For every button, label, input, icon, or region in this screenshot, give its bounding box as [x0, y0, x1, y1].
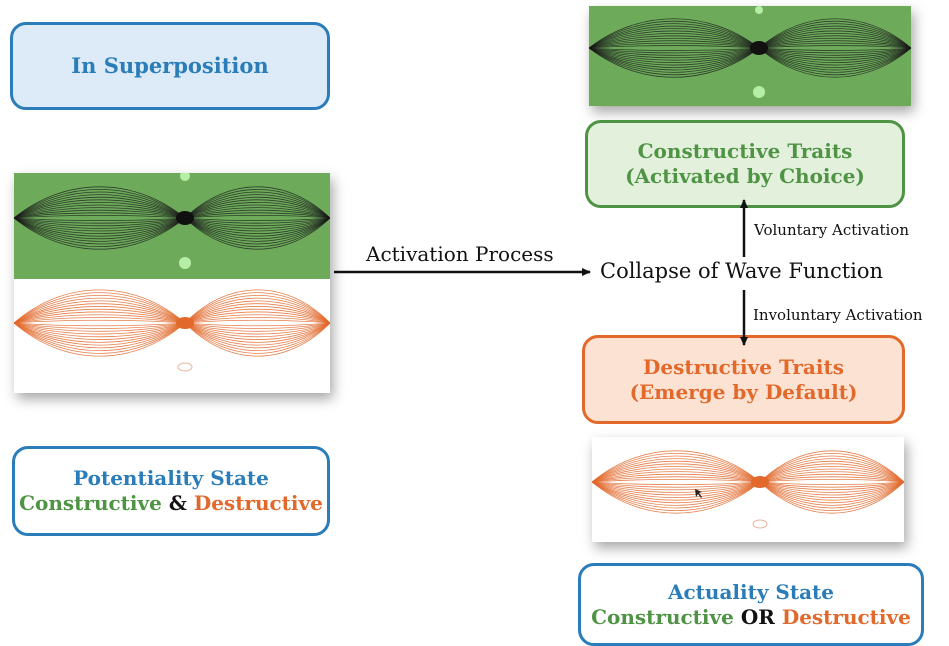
potentiality-state-box: Potentiality State Constructive & Destru… [12, 446, 330, 536]
potentiality-destructive: Destructive [193, 491, 323, 515]
green-glow-dot-right [753, 86, 765, 98]
destructive-traits-title: Destructive Traits [643, 354, 844, 379]
constructive-node-dot [176, 211, 194, 225]
mouse-cursor-icon [695, 489, 702, 498]
constructive-node-dot-right [750, 41, 768, 55]
destructive-wave-image [592, 437, 904, 542]
actuality-title: Actuality State [667, 579, 835, 604]
green-wave-background-right [589, 6, 911, 106]
orange-ghost-dot-right [752, 519, 768, 529]
green-glow-dot [179, 257, 191, 269]
destructive-node-dot [176, 317, 194, 329]
orange-ghost-dot [177, 362, 193, 372]
actuality-connector: OR [740, 604, 775, 629]
superposition-wave-svg [14, 173, 330, 393]
constructive-traits-subtitle: (Activated by Choice) [625, 164, 865, 188]
superposition-wave-image [14, 173, 330, 393]
actuality-constructive: Constructive [591, 604, 734, 629]
voluntary-activation-label: Voluntary Activation [754, 221, 909, 239]
destructive-node-dot-right [751, 476, 769, 488]
actuality-state-box: Actuality State Constructive OR Destruct… [578, 563, 924, 646]
involuntary-activation-label: Involuntary Activation [753, 306, 923, 324]
actuality-subtitle: Constructive OR Destructive [591, 605, 911, 630]
green-glow-dot-top [180, 173, 190, 181]
actuality-destructive: Destructive [781, 604, 911, 629]
potentiality-title: Potentiality State [73, 466, 269, 490]
in-superposition-label: In Superposition [71, 52, 269, 78]
constructive-wave-svg [589, 6, 911, 106]
constructive-wave-image [589, 6, 911, 106]
in-superposition-box: In Superposition [10, 22, 330, 110]
destructive-wave-svg [592, 437, 904, 542]
potentiality-connector: & [168, 491, 187, 515]
constructive-traits-title: Constructive Traits [637, 139, 853, 163]
potentiality-constructive: Constructive [19, 491, 162, 515]
activation-process-label: Activation Process [366, 242, 554, 266]
destructive-traits-subtitle: (Emerge by Default) [629, 379, 858, 404]
destructive-traits-box: Destructive Traits (Emerge by Default) [582, 335, 905, 424]
collapse-of-wave-function-label: Collapse of Wave Function [600, 259, 884, 283]
potentiality-subtitle: Constructive & Destructive [19, 491, 323, 516]
constructive-traits-box: Constructive Traits (Activated by Choice… [585, 120, 905, 208]
green-glow-dot-top-right [755, 6, 763, 14]
